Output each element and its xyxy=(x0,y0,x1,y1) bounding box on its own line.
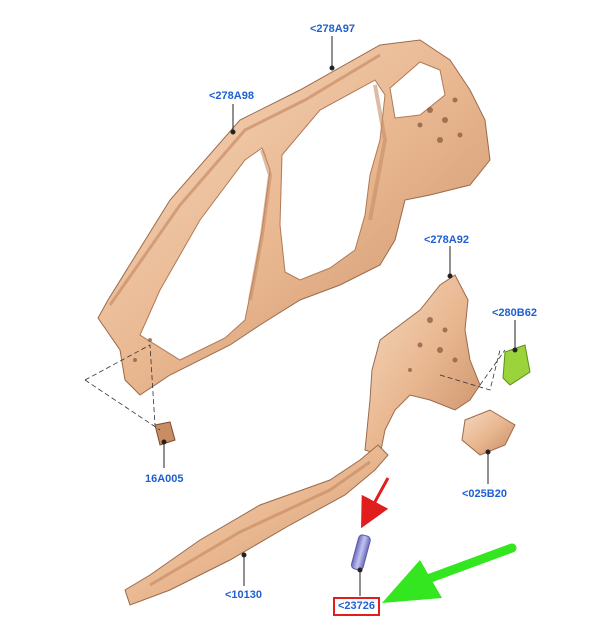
red-curved-arrow-icon xyxy=(361,477,390,529)
callout-10130[interactable]: <10130 xyxy=(225,589,263,601)
callout-23726-highlighted[interactable]: <23726 xyxy=(333,597,381,616)
callout-278a98[interactable]: <278A98 xyxy=(209,90,254,102)
callout-16a005[interactable]: 16A005 xyxy=(145,473,184,485)
reinforcement-280b62 xyxy=(502,344,531,386)
callout-leaders xyxy=(161,36,518,596)
dashed-assembly-lines xyxy=(84,344,506,431)
tube-23726 xyxy=(350,534,371,571)
wheelhouse-panel xyxy=(364,274,481,456)
bracket-16a005 xyxy=(154,421,176,446)
arch-bracket-025b20 xyxy=(461,409,516,456)
green-pointer-arrow-icon xyxy=(382,543,517,603)
rear-door-opening xyxy=(279,79,386,281)
upper-body-side-frame xyxy=(97,39,491,396)
quarter-window-opening xyxy=(389,61,446,119)
rear-quarter-lower-panel xyxy=(364,274,481,456)
callout-278a92[interactable]: <278A92 xyxy=(424,234,469,246)
rocker-sill-panel xyxy=(124,444,389,606)
callout-280b62[interactable]: <280B62 xyxy=(492,307,537,319)
callout-025b20[interactable]: <025B20 xyxy=(462,488,507,500)
callout-278a97[interactable]: <278A97 xyxy=(310,23,355,35)
